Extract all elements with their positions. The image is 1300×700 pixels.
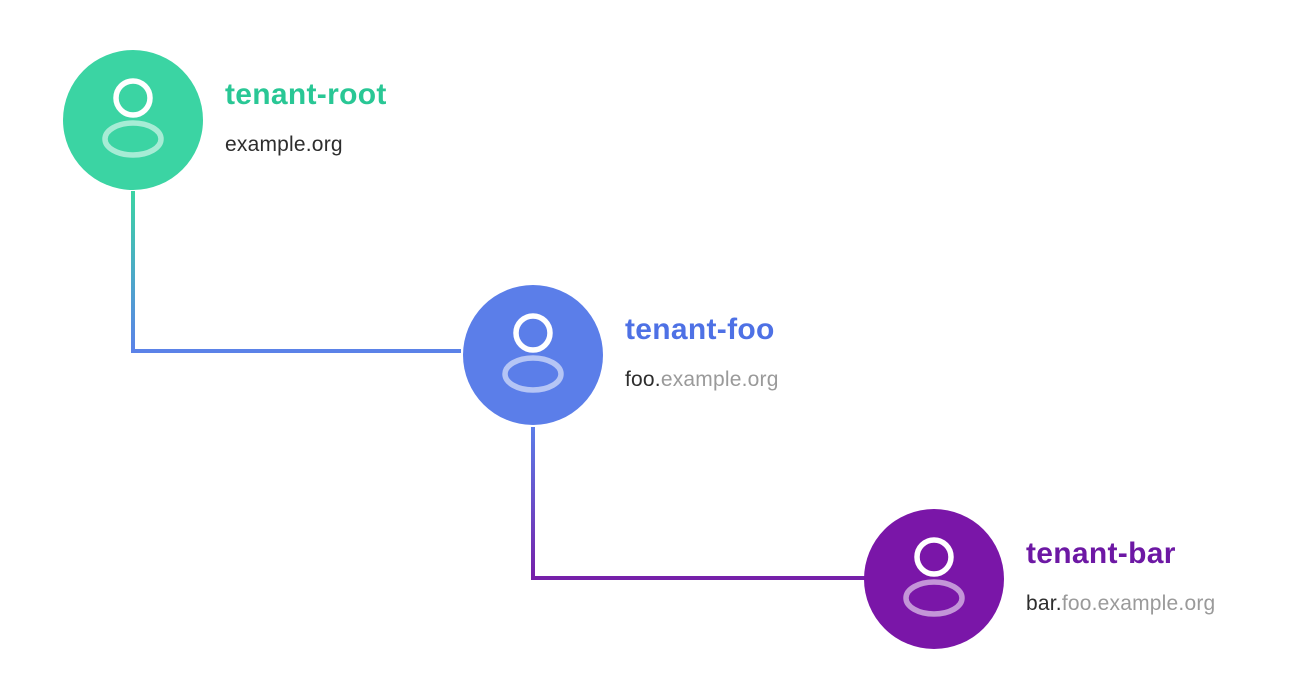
tenant-domain: foo.example.org	[625, 367, 779, 392]
tenant-root-labels: tenant-root example.org	[225, 78, 387, 157]
tenant-node-root: tenant-root example.org	[63, 50, 663, 190]
tenant-name: tenant-bar	[1026, 537, 1176, 570]
tenant-bar-labels: tenant-bar bar.foo.example.org	[1026, 537, 1215, 616]
domain-secondary: foo.example.org	[1061, 591, 1216, 615]
user-icon	[903, 537, 965, 617]
user-icon-body	[903, 579, 965, 617]
tenant-name: tenant-foo	[625, 313, 775, 346]
domain-secondary: example.org	[660, 367, 779, 391]
domain-primary: foo.	[625, 367, 661, 391]
connector-foo-to-bar	[531, 427, 866, 580]
user-icon-head	[914, 537, 954, 577]
tenant-node-bar: tenant-bar bar.foo.example.org	[864, 509, 1300, 649]
user-icon	[502, 313, 564, 393]
domain-primary: example.org	[225, 132, 343, 156]
tenant-foo-avatar	[463, 285, 603, 425]
tenant-domain: example.org	[225, 132, 387, 157]
domain-primary: bar.	[1026, 591, 1062, 615]
tenant-root-avatar	[63, 50, 203, 190]
user-icon	[102, 78, 164, 158]
tenant-domain: bar.foo.example.org	[1026, 591, 1215, 616]
connector-root-to-foo	[131, 191, 461, 353]
user-icon-head	[113, 78, 153, 118]
tenant-foo-labels: tenant-foo foo.example.org	[625, 313, 779, 392]
user-icon-body	[102, 120, 164, 158]
user-icon-body	[502, 355, 564, 393]
tenant-name: tenant-root	[225, 78, 387, 111]
user-icon-head	[513, 313, 553, 353]
tenant-bar-avatar	[864, 509, 1004, 649]
tenant-node-foo: tenant-foo foo.example.org	[463, 285, 1063, 425]
